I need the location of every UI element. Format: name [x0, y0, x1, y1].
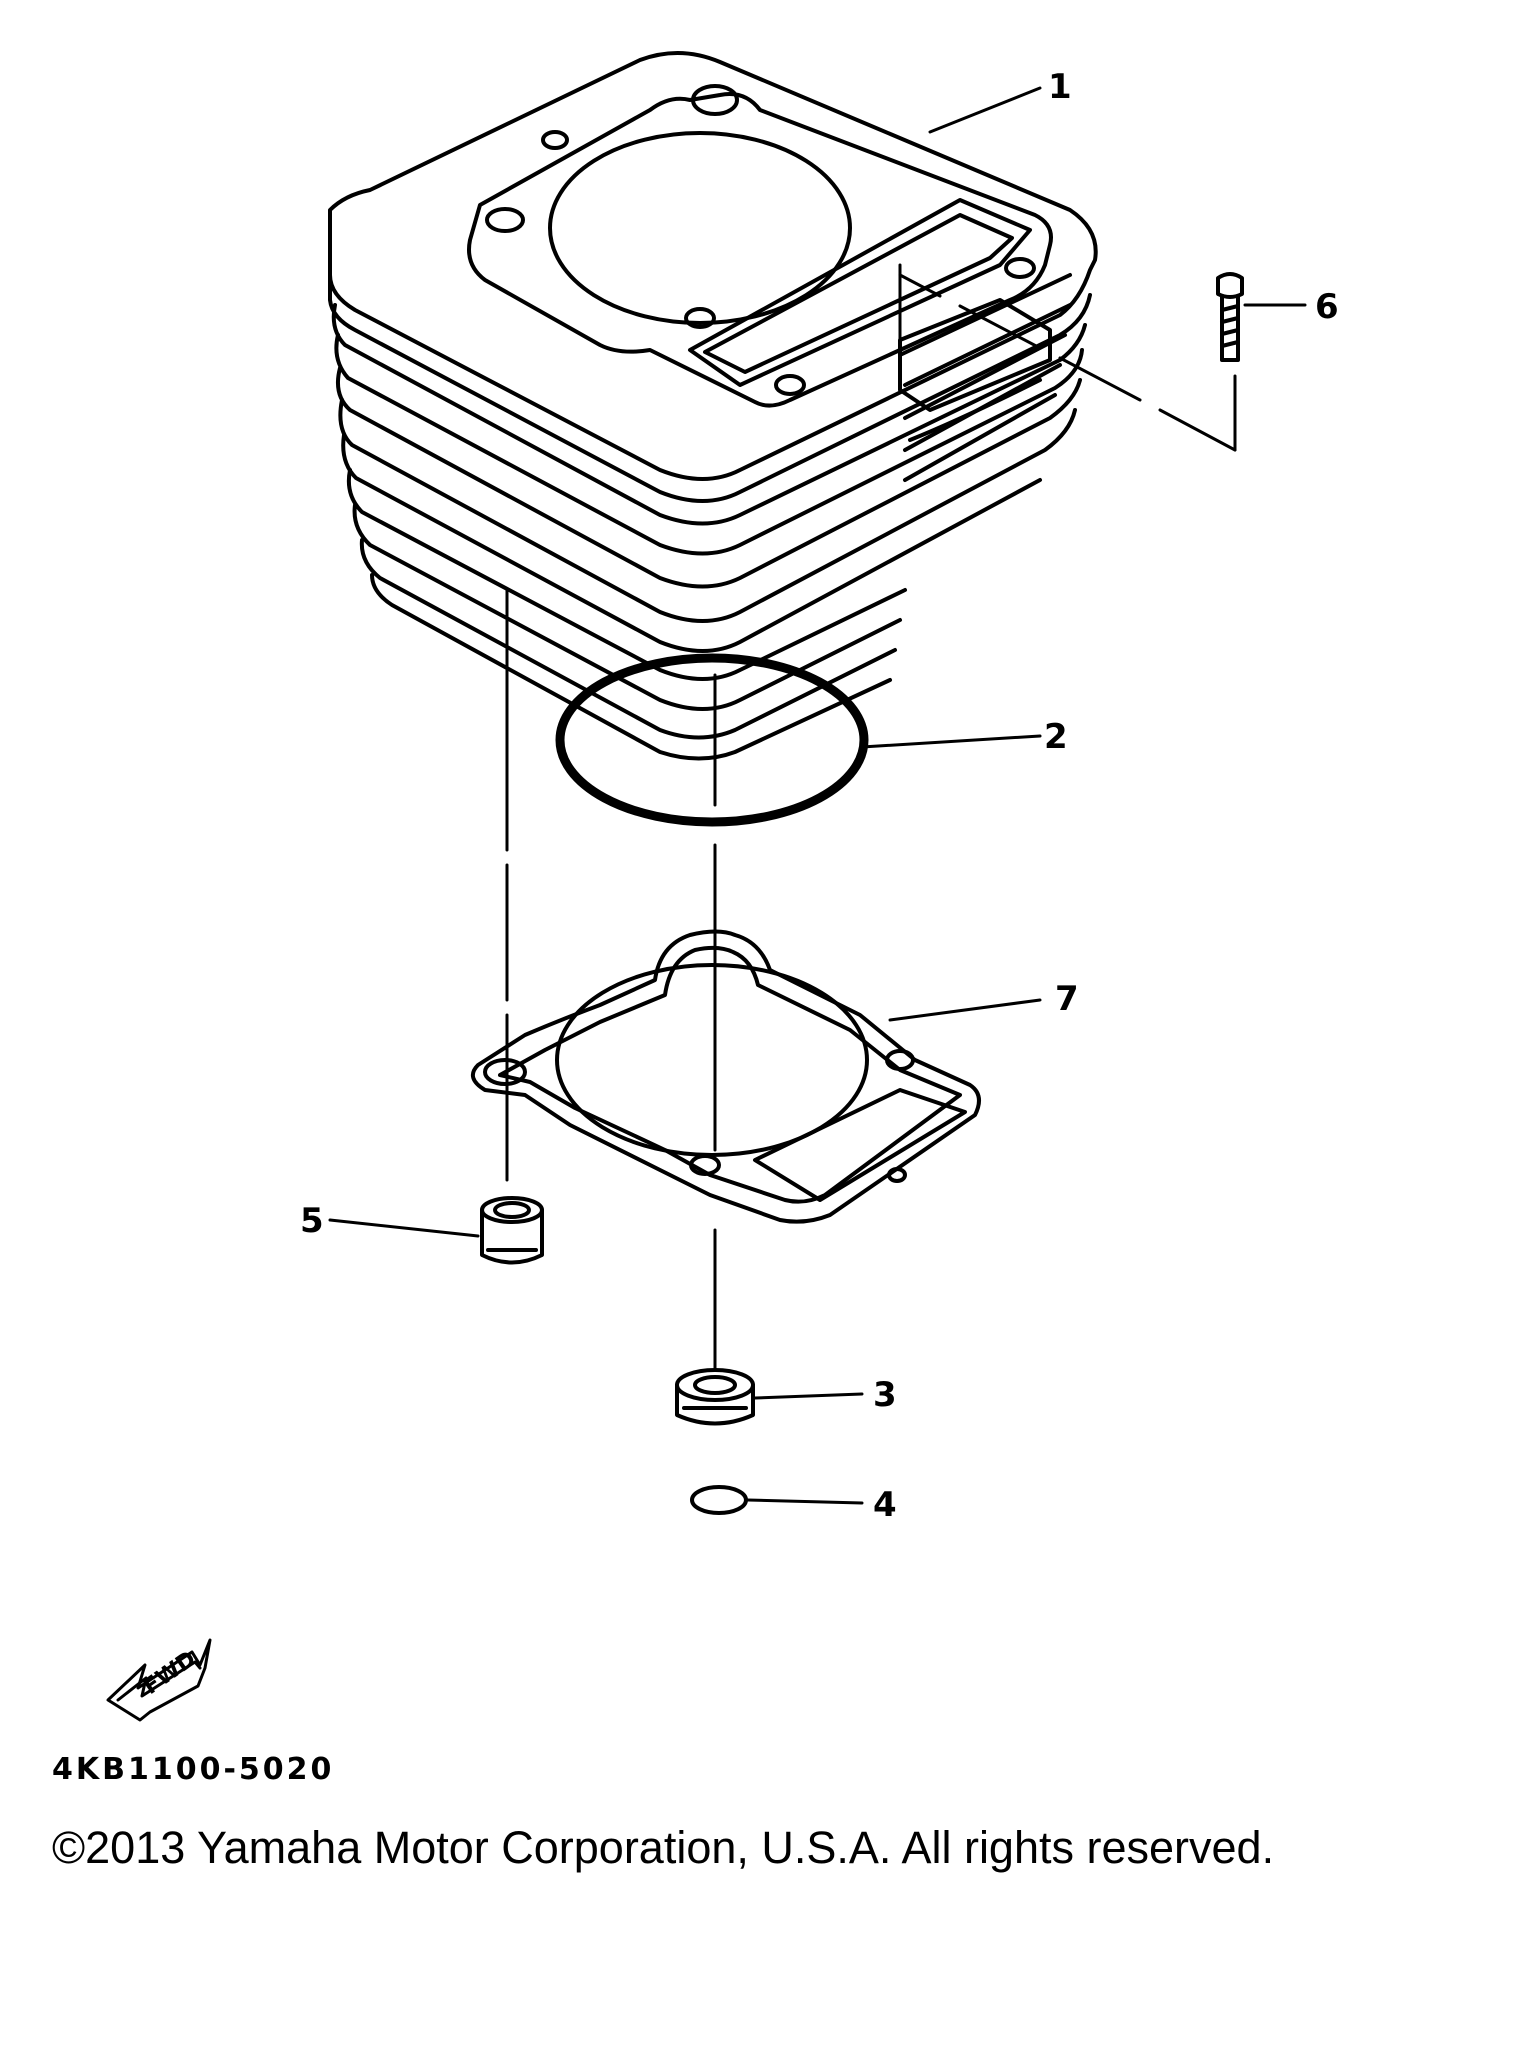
o-ring — [555, 653, 869, 827]
dowel-alignment-lines — [505, 588, 717, 1372]
callout-4: 4 — [873, 1485, 897, 1525]
callout-numbers: 1 2 3 4 5 6 7 FWD — [139, 67, 1339, 1700]
base-gasket — [470, 929, 981, 1224]
callout-leaders — [328, 86, 1307, 1505]
fwd-label: FWD — [139, 1646, 200, 1699]
cylinder-body — [328, 51, 1098, 761]
dowel-pin-left — [480, 1196, 544, 1265]
callout-7: 7 — [1055, 979, 1079, 1019]
callout-1: 1 — [1048, 67, 1072, 107]
callout-2: 2 — [1044, 717, 1068, 757]
dowel-pin-center — [675, 1368, 755, 1426]
callout-3: 3 — [873, 1375, 897, 1415]
bolt-leader-line — [898, 263, 1237, 452]
diagram-part-code: 4KB1100-5020 — [52, 1752, 335, 1787]
copyright-notice: ©2013 Yamaha Motor Corporation, U.S.A. A… — [52, 1822, 1275, 1873]
callout-5: 5 — [300, 1201, 324, 1241]
small-o-ring — [690, 1485, 748, 1515]
forward-arrow-icon — [106, 1638, 212, 1722]
bolt — [1216, 272, 1244, 362]
callout-6: 6 — [1315, 287, 1339, 327]
